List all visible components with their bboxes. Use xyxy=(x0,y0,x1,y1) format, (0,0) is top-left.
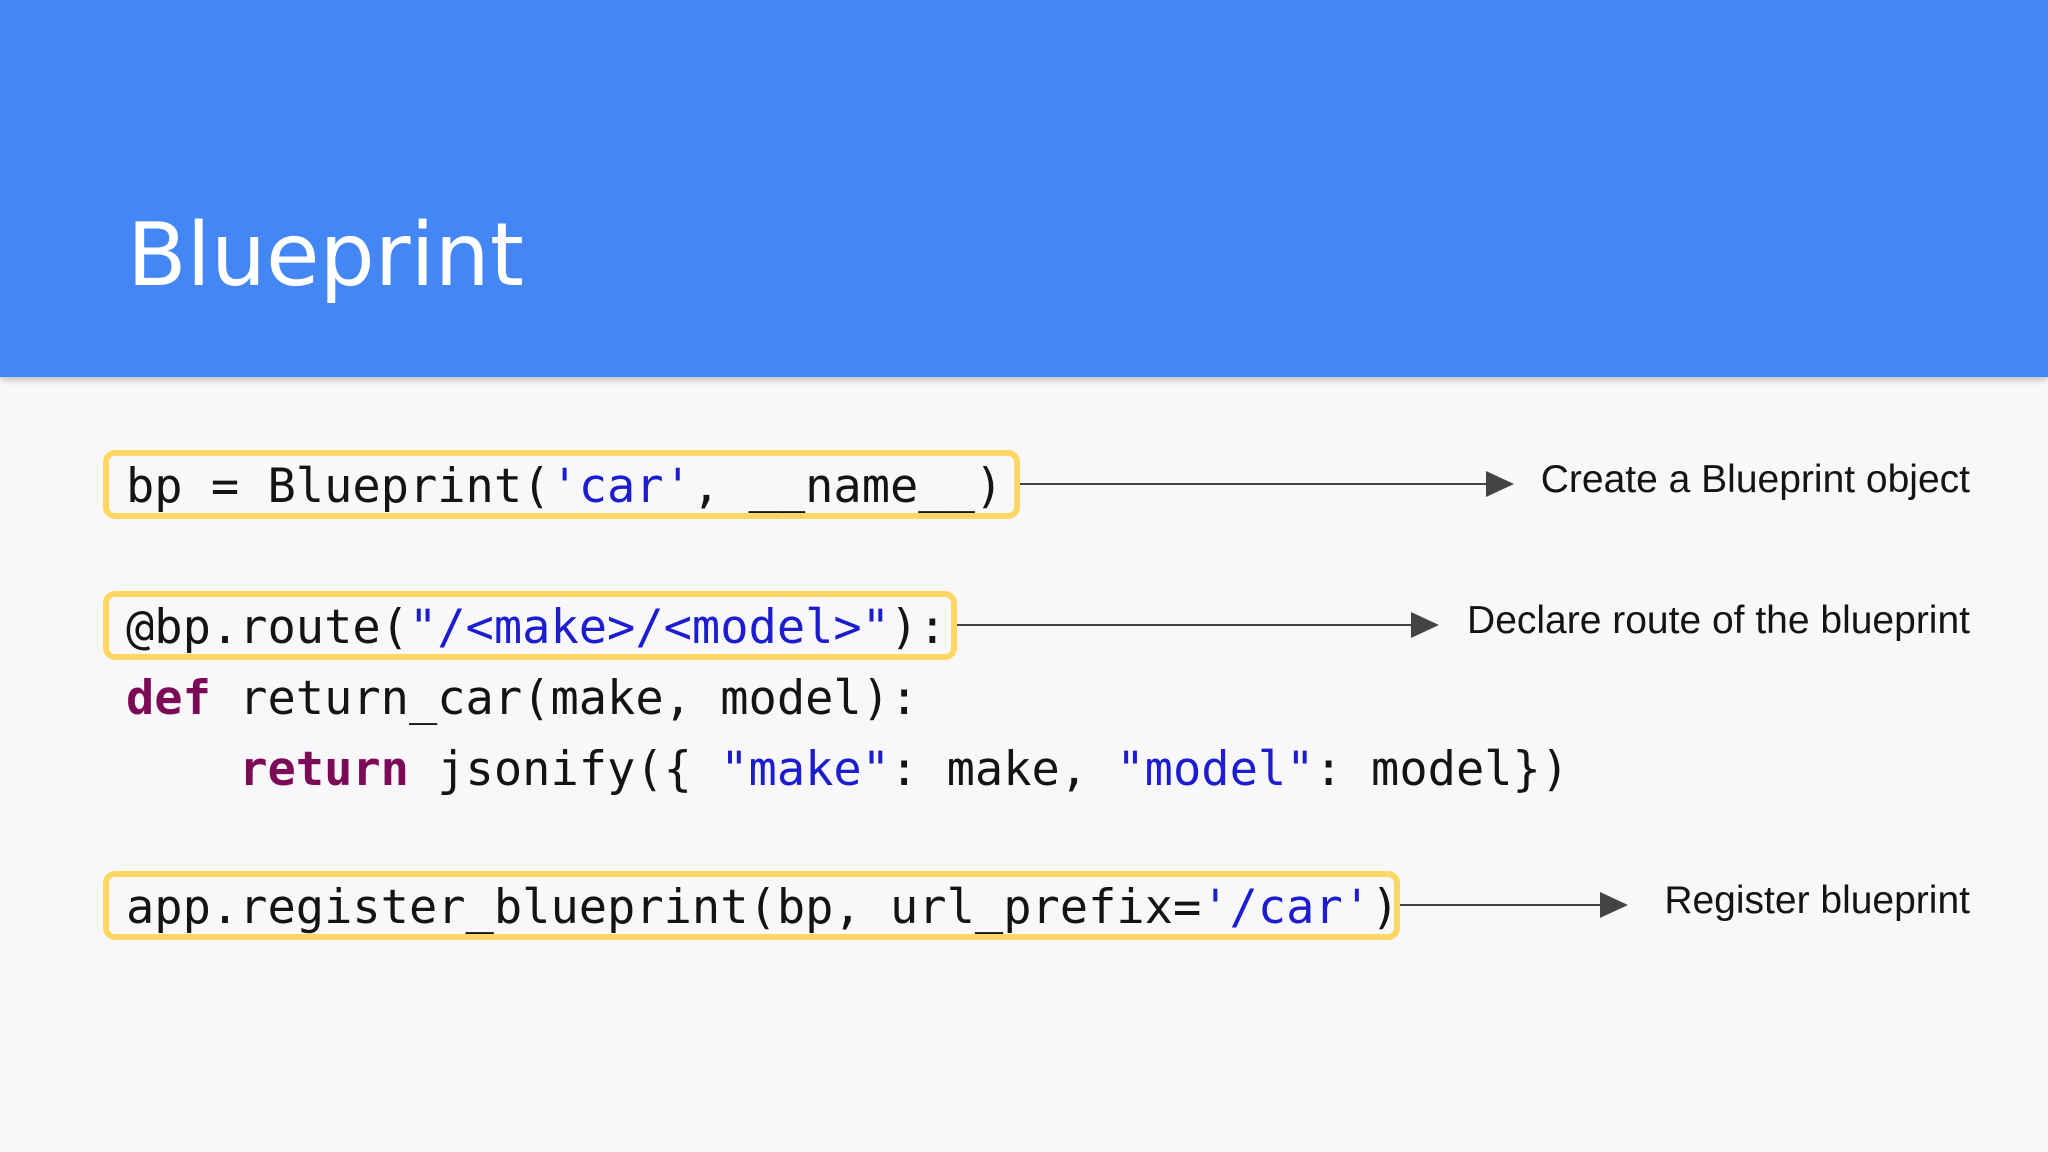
annotation-create: Create a Blueprint object xyxy=(1540,458,1970,501)
highlight-box-route xyxy=(103,591,957,660)
code-line-blueprint: bp = Blueprint('car', __name__) xyxy=(126,459,1003,515)
arrow-create xyxy=(1020,471,1514,497)
arrow-route xyxy=(957,612,1439,638)
code-string: "/<make>/<model>" xyxy=(408,600,891,655)
code-text: return_car(make, model): xyxy=(210,671,919,726)
code-text: : model}) xyxy=(1314,742,1570,797)
code-text: @bp.route( xyxy=(126,600,409,655)
code-text: ) xyxy=(1371,880,1400,934)
slide-header: Blueprint xyxy=(0,0,2048,377)
code-line-route: @bp.route("/<make>/<model>"): xyxy=(126,600,947,656)
code-keyword: def xyxy=(126,671,211,726)
code-string: "model" xyxy=(1116,742,1315,797)
code-text: jsonify({ xyxy=(408,742,721,797)
code-text: bp = Blueprint( xyxy=(126,459,551,514)
code-text: , __name__) xyxy=(691,459,1004,514)
code-line-def: def return_car(make, model): xyxy=(126,671,918,727)
code-string: 'car' xyxy=(550,459,692,514)
code-indent xyxy=(126,742,239,797)
highlight-box-blueprint xyxy=(103,450,1020,519)
arrow-register xyxy=(1400,892,1628,918)
code-text: ): xyxy=(890,600,947,655)
annotation-route: Declare route of the blueprint xyxy=(1467,599,1970,642)
highlight-box-register xyxy=(103,871,1400,940)
code-string: '/car' xyxy=(1201,880,1372,934)
slide-title: Blueprint xyxy=(127,204,524,306)
code-text: : make, xyxy=(890,742,1117,797)
code-line-register: app.register_blueprint(bp, url_prefix='/… xyxy=(126,880,1399,934)
annotation-register: Register blueprint xyxy=(1664,879,1970,922)
code-keyword: return xyxy=(239,742,409,797)
code-string: "make" xyxy=(720,742,891,797)
code-text: app.register_blueprint(bp, url_prefix= xyxy=(126,880,1202,934)
code-line-return: return jsonify({ "make": make, "model": … xyxy=(126,742,1569,798)
